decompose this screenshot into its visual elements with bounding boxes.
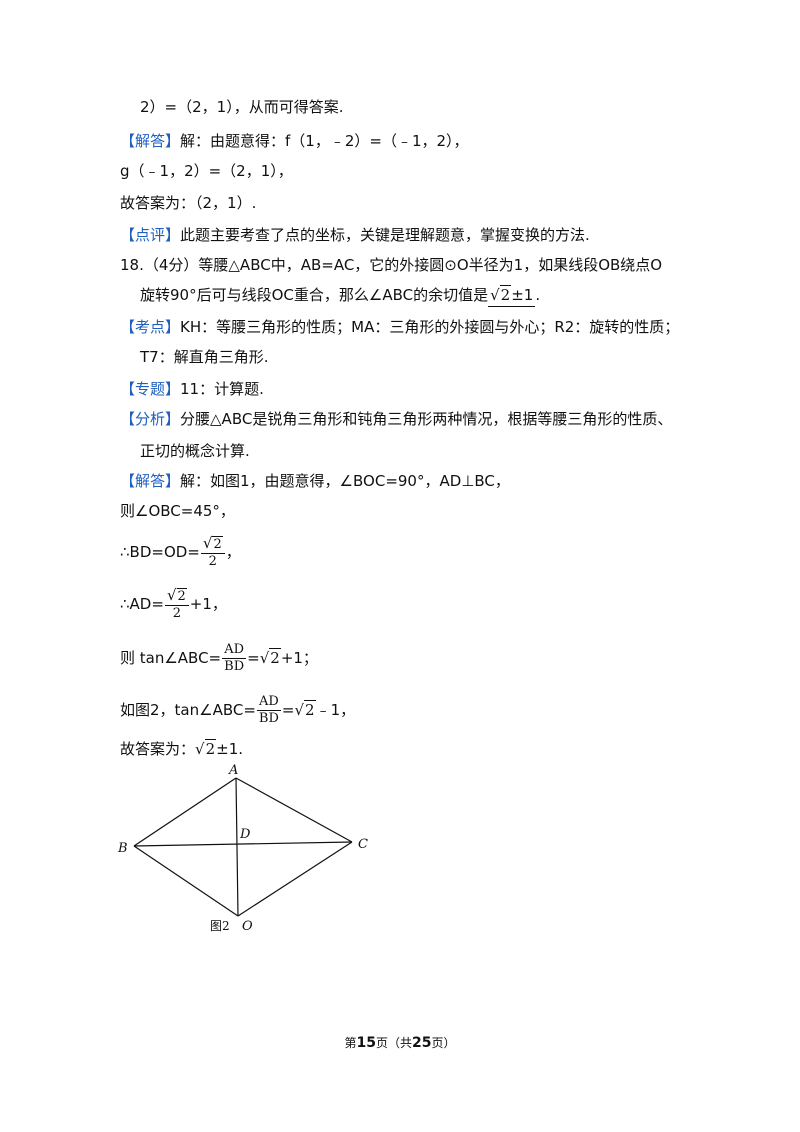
page-number: 15: [356, 1035, 376, 1051]
solution-tag: 【解答】: [120, 472, 181, 490]
label-o: O: [242, 919, 253, 934]
sqrt-expression: √2: [490, 285, 512, 304]
topic-tag: 【专题】: [120, 380, 181, 398]
page-total: 25: [412, 1035, 432, 1051]
sqrt-expression: √2: [294, 700, 316, 719]
answer-blank: √2±1: [488, 284, 536, 307]
topic-line: 【专题】11：计算题.: [120, 380, 264, 398]
figure-caption: 图2: [210, 919, 230, 933]
label-a: A: [228, 763, 238, 778]
segment-bc: [133, 841, 353, 847]
solution-line: 【解答】解：由题意得：f（1，﹣2）=（﹣1，2），: [120, 132, 469, 150]
knowledge-point-tag: 【考点】: [120, 318, 181, 336]
sqrt-expression: √2: [259, 648, 281, 667]
segment-bo: [133, 845, 239, 917]
answer-line: 故答案为：√2±1.: [120, 739, 244, 758]
solution-line: 【解答】解：如图1，由题意得，∠BOC=90°，AD⊥BC，: [120, 472, 510, 490]
comment-tag: 【点评】: [120, 226, 181, 244]
label-d: D: [239, 827, 251, 842]
segment-ao: [235, 777, 239, 917]
text-line: g（﹣1，2）=（2，1），: [120, 162, 293, 180]
analysis-line: 【分析】分腰△ABC是锐角三角形和钝角三角形两种情况，根据等腰三角形的性质、: [120, 410, 673, 428]
geometry-figure: A B C D O 图2: [117, 763, 368, 934]
segment-ac: [235, 777, 353, 843]
segment-co: [237, 841, 353, 917]
text-line: 则∠OBC=45°，: [120, 502, 235, 520]
text-line: T7：解直角三角形.: [140, 348, 269, 366]
solution-tag: 【解答】: [120, 132, 181, 150]
text-line: 故答案为：（2，1）.: [120, 194, 257, 212]
question-line: 18.（4分）等腰△ABC中，AB=AC，它的外接圆⊙O半径为1，如果线段OB绕…: [120, 256, 663, 274]
knowledge-point-line: 【考点】KH：等腰三角形的性质；MA：三角形的外接圆与外心；R2：旋转的性质；: [120, 318, 680, 336]
segment-ab: [133, 777, 237, 847]
text-line: 正切的概念计算.: [140, 442, 250, 460]
text-line: 2）=（2，1），从而可得答案.: [140, 98, 344, 116]
analysis-tag: 【分析】: [120, 410, 181, 428]
page-footer: 第15页（共25页）: [344, 1035, 456, 1051]
comment-line: 【点评】此题主要考查了点的坐标，关键是理解题意，掌握变换的方法.: [120, 226, 590, 244]
question-line: 旋转90°后可与线段OC重合，那么∠ABC的余切值是√2±1.: [140, 284, 540, 307]
label-c: C: [358, 837, 368, 852]
label-b: B: [117, 841, 128, 856]
sqrt-expression: √2: [195, 739, 217, 758]
